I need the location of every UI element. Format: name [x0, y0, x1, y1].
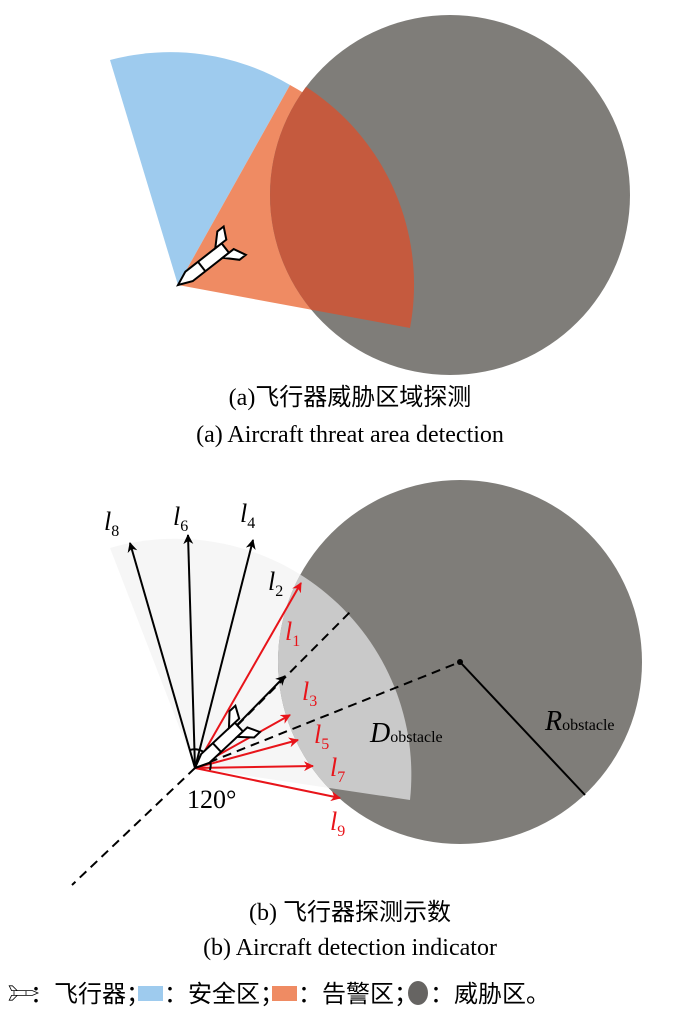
- label-l7: l7: [330, 753, 345, 786]
- ray-l2: [194, 582, 302, 769]
- d-obstacle-label: Dobstacle: [369, 718, 443, 749]
- panel-b: l8 l6 l4 l2 l1 l3 l5 l7 l9 120° Dobstacl…: [71, 480, 642, 961]
- legend-warning-label: ：告警区；: [298, 981, 418, 1008]
- panel-a: (a)飞行器威胁区域探测 (a) Aircraft threat area de…: [110, 15, 630, 448]
- detection-overlap-zone: [278, 538, 412, 800]
- label-l2: l2: [268, 567, 283, 600]
- legend-threat-swatch: [408, 981, 428, 1005]
- ray-l9: [194, 767, 341, 802]
- label-l3: l3: [302, 677, 317, 710]
- ray-l4: [194, 539, 256, 769]
- label-l9: l9: [330, 807, 345, 840]
- caption-a-en: (a) Aircraft threat area detection: [196, 422, 504, 448]
- ray-l7: [194, 761, 314, 772]
- legend-aircraft-label: ：飞行器；: [30, 981, 150, 1008]
- angle-label: 120°: [187, 785, 236, 814]
- caption-a-cn: (a)飞行器威胁区域探测: [229, 384, 472, 411]
- safe-zone-sector: [110, 52, 290, 285]
- ray-l5: [194, 737, 299, 769]
- legend-warning-swatch: [272, 986, 297, 1001]
- legend: ：飞行器； ：安全区； ：告警区； ：威胁区。: [8, 981, 550, 1008]
- ray-labels: l8 l6 l4 l2 l1 l3 l5 l7 l9: [104, 499, 345, 840]
- legend-threat-label: ：威胁区。: [430, 981, 550, 1008]
- label-l4: l4: [240, 499, 255, 532]
- ray-l6: [183, 534, 196, 769]
- label-l1: l1: [285, 617, 300, 650]
- threat-overlap-zone: [270, 49, 414, 328]
- label-l6: l6: [173, 502, 188, 535]
- radius-line: [459, 661, 586, 796]
- caption-b-en: (b) Aircraft detection indicator: [203, 935, 497, 961]
- r-obstacle-label: Robstacle: [544, 706, 615, 737]
- label-l8: l8: [104, 507, 119, 540]
- ray-l8: [127, 542, 196, 769]
- caption-b-cn: (b) 飞行器探测示数: [249, 899, 451, 926]
- legend-safe-label: ：安全区；: [164, 981, 284, 1008]
- label-l5: l5: [314, 720, 329, 753]
- legend-safe-swatch: [138, 986, 163, 1001]
